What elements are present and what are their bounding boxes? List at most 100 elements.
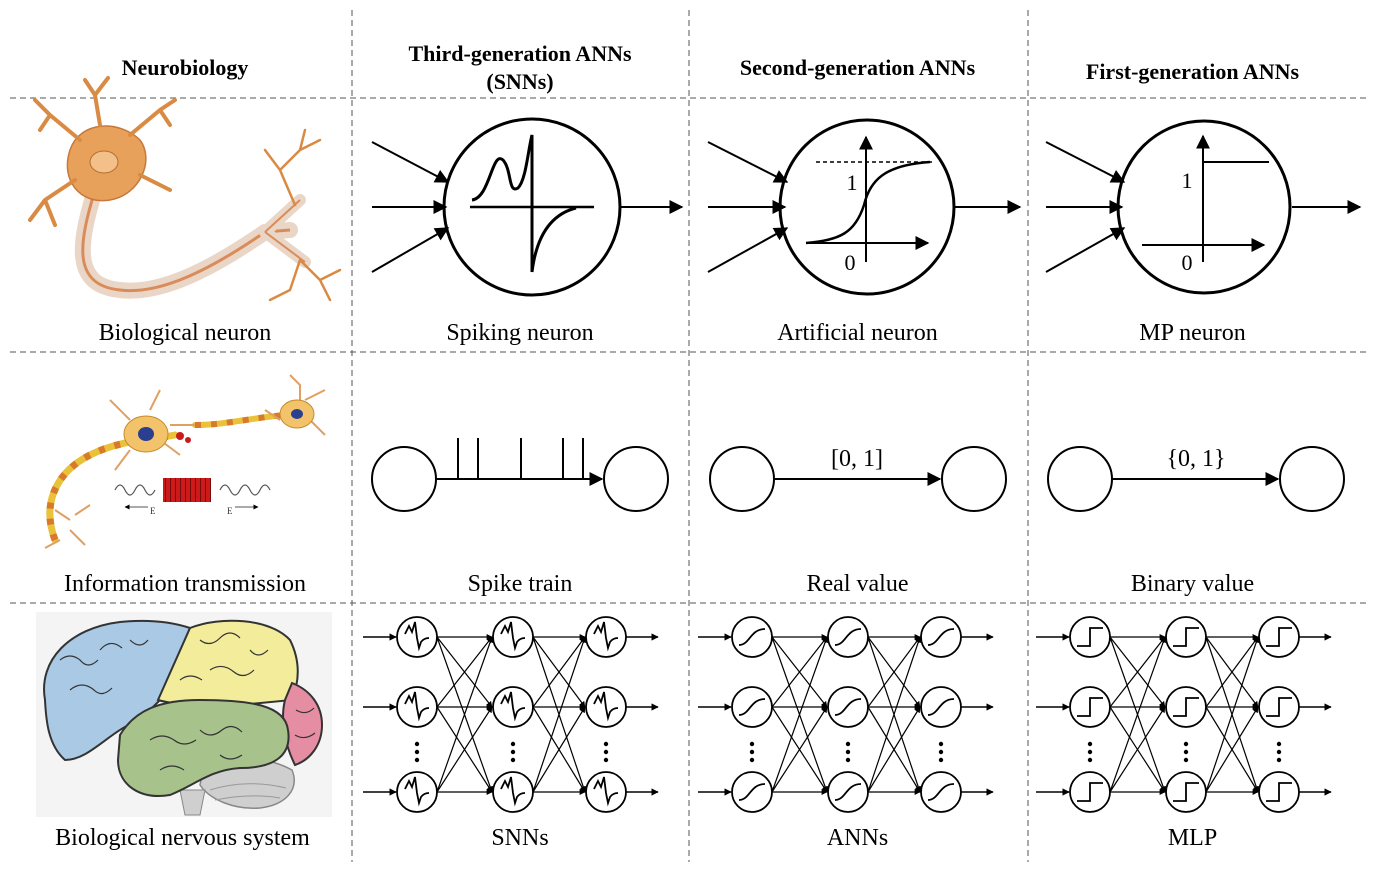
signal-bar-pattern	[163, 478, 211, 502]
snn-connection	[436, 706, 493, 793]
ann-network	[698, 616, 994, 813]
caption-mp-neuron: MP neuron	[1139, 320, 1246, 346]
ann-node	[827, 771, 869, 813]
ann-activation-glyph	[834, 698, 862, 716]
mlp-activation-glyph	[1266, 782, 1292, 802]
snn-ellipsis-dot	[510, 757, 516, 763]
real-value-diagram	[709, 446, 1007, 512]
ann-connection	[771, 706, 828, 793]
sigmoid-one-label: 1	[847, 170, 858, 195]
mlp-activation-glyph	[1173, 627, 1199, 647]
ann-ellipsis-dot	[845, 749, 851, 755]
ann-activation-glyph	[738, 783, 766, 801]
header-second-generation: Second-generation ANNs	[739, 55, 976, 80]
snn-connection	[532, 706, 586, 793]
biological-neuron-illustration	[28, 76, 342, 302]
caption-artificial-neuron: Artificial neuron	[777, 320, 938, 346]
mlp-ellipsis-dot	[1276, 741, 1282, 747]
mlp-activation-glyph	[1077, 697, 1103, 717]
ann-connection	[771, 636, 829, 793]
mlp-ellipsis-dot	[1087, 749, 1093, 755]
snn-ellipsis-dot	[603, 757, 609, 763]
mlp-activation-glyph	[1173, 782, 1199, 802]
ann-activation-glyph	[834, 628, 862, 646]
snn-activation-glyph	[404, 621, 430, 652]
ann-activation-glyph	[738, 628, 766, 646]
ann-node	[920, 616, 962, 658]
real-value-edge-label: [0, 1]	[831, 446, 883, 472]
caption-real-value: Real value	[806, 571, 909, 597]
snn-connection	[532, 636, 587, 793]
step-zero-label: 0	[1182, 250, 1193, 275]
snn-activation-glyph	[500, 621, 526, 652]
spiking-neuron-diagram	[371, 117, 684, 297]
mlp-connection	[1205, 636, 1259, 708]
mlp-activation-glyph	[1173, 697, 1199, 717]
caption-binary-value: Binary value	[1130, 571, 1255, 597]
ann-node	[827, 686, 869, 728]
ann-node	[920, 771, 962, 813]
caption-information-transmission: Information transmission	[64, 571, 306, 597]
ann-connection	[771, 636, 828, 708]
caption-spike-train: Spike train	[467, 571, 573, 597]
grid-lines	[10, 10, 1370, 862]
snn-activation-glyph	[404, 691, 430, 722]
mlp-ellipsis-dot	[1183, 749, 1189, 755]
spike-train-diagram	[371, 438, 669, 512]
snn-activation-glyph	[593, 691, 619, 722]
snn-activation-glyph	[593, 776, 619, 807]
e1-label: E	[150, 506, 156, 516]
ann-ellipsis-dot	[749, 757, 755, 763]
ann-activation-glyph	[927, 628, 955, 646]
ann-node	[731, 686, 773, 728]
mlp-activation-glyph	[1266, 697, 1292, 717]
mlp-connection	[1205, 706, 1259, 793]
ann-node	[827, 616, 869, 658]
mlp-connection	[1109, 636, 1166, 708]
mlp-activation-glyph	[1266, 627, 1292, 647]
mlp-ellipsis-dot	[1087, 741, 1093, 747]
ann-activation-glyph	[738, 698, 766, 716]
ann-activation-glyph	[927, 698, 955, 716]
binary-value-diagram	[1047, 446, 1345, 512]
snn-ellipsis-dot	[510, 741, 516, 747]
step-one-label: 1	[1182, 168, 1193, 193]
caption-biological-nervous-system: Biological nervous system	[55, 825, 310, 851]
snn-connection	[436, 636, 494, 793]
ann-ellipsis-dot	[938, 757, 944, 763]
snn-ellipsis-dot	[414, 757, 420, 763]
mlp-connection	[1109, 636, 1167, 793]
ann-ellipsis-dot	[938, 741, 944, 747]
mlp-ellipsis-dot	[1276, 757, 1282, 763]
ann-node	[920, 686, 962, 728]
mlp-activation-glyph	[1077, 627, 1103, 647]
information-transmission-illustration	[44, 374, 326, 549]
spike-marks	[457, 438, 584, 479]
caption-anns: ANNs	[826, 825, 889, 851]
snn-ellipsis-dot	[603, 741, 609, 747]
snn-connection	[532, 636, 586, 708]
snn-activation-glyph	[593, 621, 619, 652]
ann-ellipsis-dot	[938, 749, 944, 755]
brain-illustration	[36, 612, 332, 817]
artificial-neuron-diagram	[707, 118, 956, 296]
sigmoid-zero-label: 0	[845, 250, 856, 275]
snn-activation-glyph	[500, 691, 526, 722]
ann-ellipsis-dot	[845, 741, 851, 747]
snn-network	[363, 616, 659, 813]
snn-ellipsis-dot	[510, 749, 516, 755]
ann-connection	[867, 636, 922, 793]
ann-ellipsis-dot	[749, 749, 755, 755]
ann-activation-glyph	[927, 783, 955, 801]
mlp-activation-glyph	[1077, 782, 1103, 802]
ann-node	[731, 616, 773, 658]
header-third-generation-line1: Third-generation ANNs	[408, 41, 632, 66]
e2-label: E	[227, 506, 233, 516]
ann-connection	[867, 706, 921, 793]
mp-neuron-circle	[1116, 119, 1292, 295]
mp-neuron-diagram	[1045, 119, 1362, 295]
mlp-ellipsis-dot	[1183, 741, 1189, 747]
mlp-connection	[1205, 636, 1260, 793]
